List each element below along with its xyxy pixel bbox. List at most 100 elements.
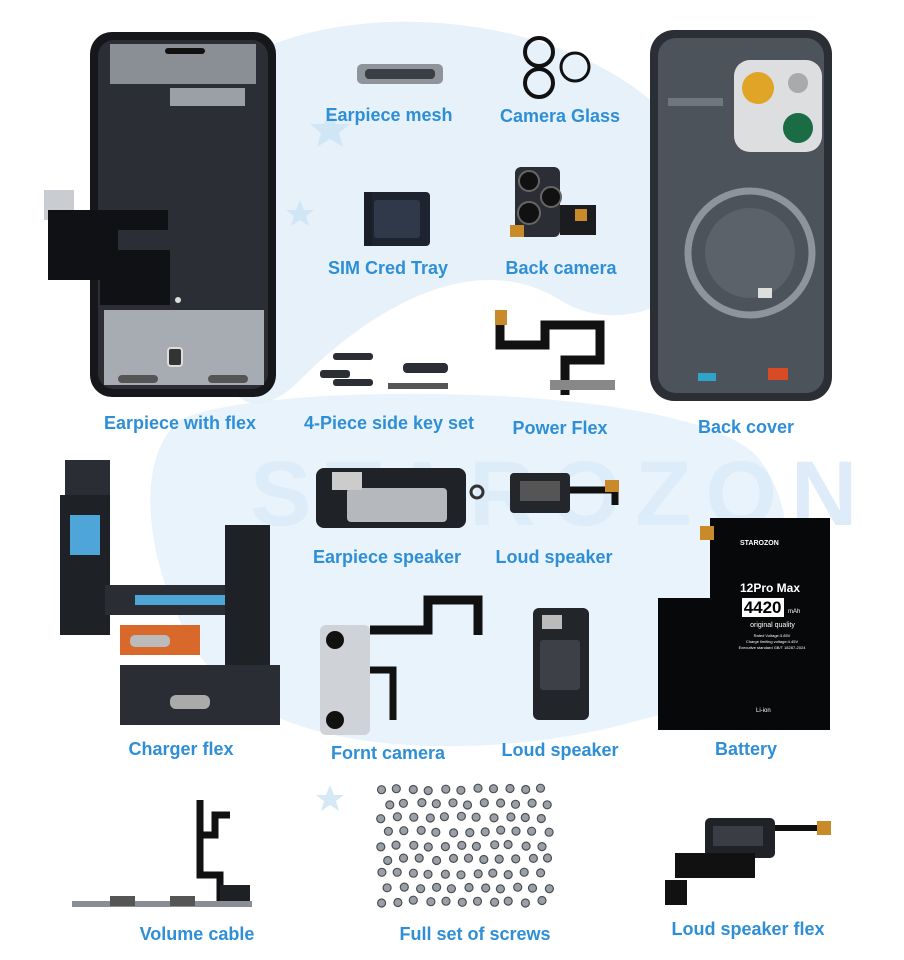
screw [463,853,474,863]
screw [488,784,499,794]
caption-back-cover: Back cover [697,417,795,437]
screw [479,854,489,865]
screw [521,784,531,795]
screw [472,896,483,906]
screw [527,798,537,808]
battery-model: 12Pro Max [739,581,801,595]
screw [409,840,419,850]
screw [503,896,513,906]
screw [456,785,466,795]
power-flex-icon [490,300,640,400]
screw [480,827,490,837]
front-camera-icon [318,590,488,740]
screw [448,828,459,838]
screw [441,784,451,794]
screw [505,783,515,794]
screw [376,814,386,824]
earpiece-speaker-icon [312,462,487,537]
screw [503,869,513,880]
screw [377,898,387,908]
screw [440,869,451,879]
screw [473,869,483,879]
screw [481,883,491,893]
screw [457,897,467,907]
screw [383,826,393,836]
screw [423,786,433,796]
screw [409,812,419,822]
screw [382,883,392,893]
screw [425,813,435,823]
screw [520,812,530,823]
screw [423,842,433,852]
screw [511,854,521,864]
screw [510,799,521,809]
screw [494,854,504,864]
caption-loud-speaker-top: Loud speaker [495,547,613,567]
caption-loud-speaker: Loud speaker [501,740,619,760]
screw [511,826,521,836]
screw [441,896,451,906]
screw [537,895,547,906]
battery-brand: STAROZON [740,540,779,547]
screw [528,853,538,864]
screw [391,840,401,850]
screw [446,884,457,894]
screw [488,868,498,878]
battery-quality: original quality [750,622,795,629]
screw [465,827,475,838]
screw [536,868,546,878]
screw [431,799,441,809]
screw [399,882,409,892]
screw [471,812,481,822]
screw [535,783,546,793]
screw [431,882,442,892]
caption-loud-speaker-flex: Loud speaker flex [671,919,825,939]
screw [536,813,546,824]
side-keys-icon [318,345,458,395]
battery-unit: mAh [787,609,801,615]
screw [439,812,450,822]
caption-earpiece-mesh: Earpiece mesh [325,105,453,125]
screw [503,839,513,850]
screw [521,841,531,851]
screw [440,841,451,852]
caption-back-camera: Back camera [505,258,617,278]
screw [423,869,433,879]
mesh-icon [355,60,445,90]
loud-speaker-flex-small-icon [500,465,625,525]
screw [377,867,387,877]
screw [544,827,554,837]
battery-spec3: Executive standard GB/T 18287-2024 [738,645,806,650]
screw [376,842,386,852]
screw [398,853,409,863]
screw [385,800,395,810]
screw [408,868,419,878]
screw [519,867,529,877]
screw [398,798,409,808]
caption-earpiece-with-flex: Earpiece with flex [103,413,257,433]
screw [415,884,426,894]
caption-volume-cable: Volume cable [139,924,255,944]
loud-speaker-flex-icon [655,808,835,913]
screw [490,840,500,850]
screw [471,841,482,852]
screw [393,897,403,908]
screw [527,826,537,836]
screw [542,800,552,810]
screw [544,884,554,894]
screw [495,884,505,894]
screw [431,855,442,866]
screw [431,827,441,837]
screw [496,825,506,835]
screw [416,825,426,836]
screw [496,798,506,808]
screw [464,882,474,893]
screw [479,798,489,808]
screw [399,826,409,836]
screw [456,870,466,880]
volume-cable-icon [70,795,260,920]
caption-charger-flex: Charger flex [128,739,234,759]
battery-spec2: Charge limiting voltage:4.45V [745,639,799,644]
battery-icon: STAROZON 12Pro Max 4420 mAh original qua… [658,518,830,730]
charger-flex-icon [30,455,290,740]
